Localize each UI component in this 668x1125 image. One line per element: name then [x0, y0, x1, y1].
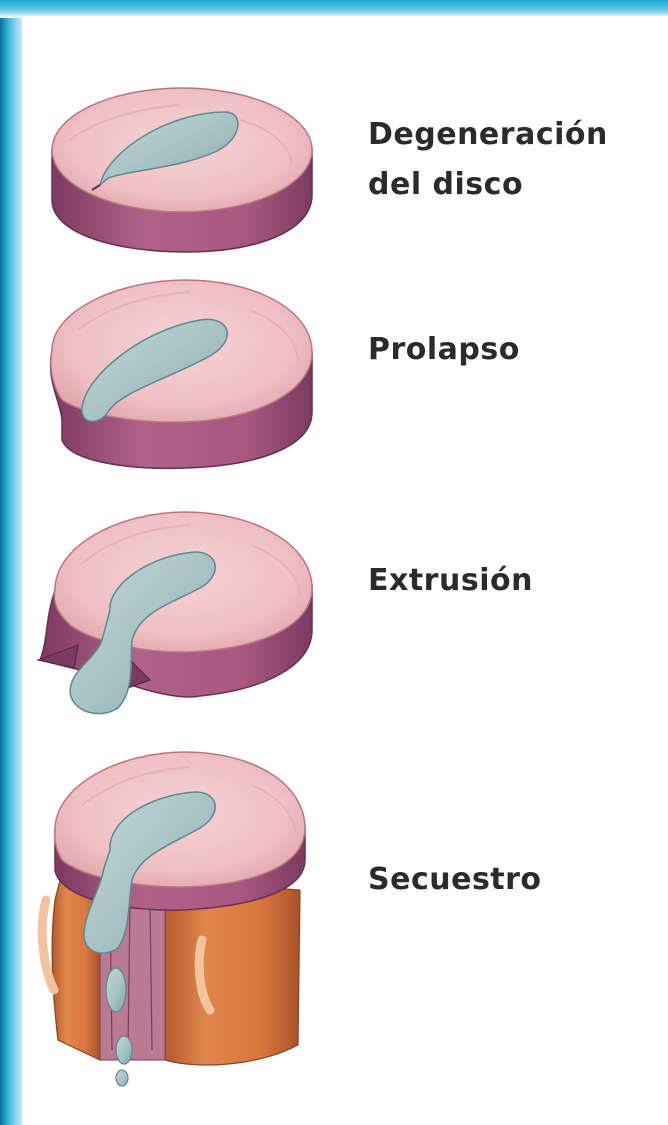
disc-sequestration-drawing — [42, 752, 305, 1086]
label-extrusion: Extrusión — [368, 556, 533, 606]
disc-degeneration-drawing — [52, 88, 312, 252]
label-sequestration: Secuestro — [368, 855, 542, 905]
label-prolapse: Prolapso — [368, 325, 520, 375]
disc-prolapse-drawing — [51, 280, 312, 468]
disc-extrusion-drawing — [38, 512, 312, 714]
label-degeneration: Degeneración del disco — [368, 110, 608, 210]
